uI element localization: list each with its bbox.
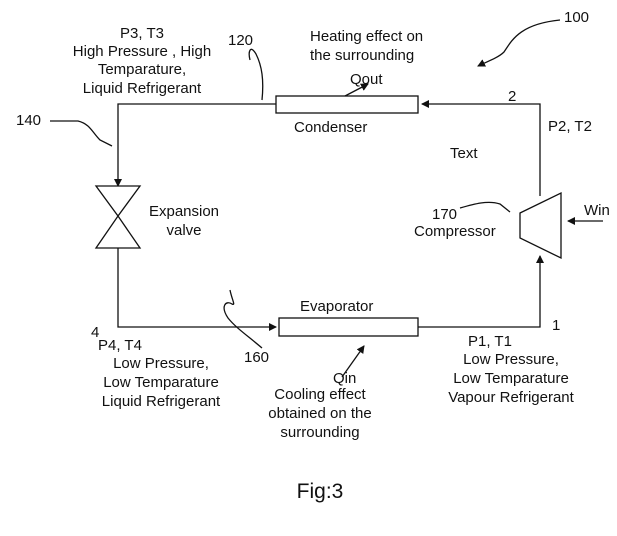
leader-160 xyxy=(224,290,262,348)
expansion-valve-line2: valve xyxy=(166,222,201,239)
leader-170 xyxy=(460,202,510,212)
state2-label: P2, T2 xyxy=(548,118,592,135)
qout-label: Qout xyxy=(350,71,383,88)
pipe-compressor-to-condenser xyxy=(422,104,540,196)
evaporator-box xyxy=(279,318,418,336)
leader-100 xyxy=(478,20,560,66)
state4-line3: Low Temparature xyxy=(103,374,219,391)
state1-line1: P1, T1 xyxy=(468,333,512,350)
condenser-label: Condenser xyxy=(294,119,367,136)
ref-170-label: 170 xyxy=(432,206,457,223)
win-label: Win xyxy=(584,202,610,219)
compressor-symbol xyxy=(520,193,561,258)
evaporator-label: Evaporator xyxy=(300,298,373,315)
condenser-box xyxy=(276,96,418,113)
state4-line4: Liquid Refrigerant xyxy=(102,393,221,410)
compressor-label: Compressor xyxy=(414,223,496,240)
qin-label: Qin xyxy=(333,370,356,387)
state3-line1: P3, T3 xyxy=(120,25,164,42)
point-2-label: 2 xyxy=(508,88,516,105)
state4-line2: Low Pressure, xyxy=(113,355,209,372)
expansion-valve-line1: Expansion xyxy=(149,203,219,220)
state3-line4: Liquid Refrigerant xyxy=(83,80,202,97)
heating-effect-line1: Heating effect on xyxy=(310,28,423,45)
state4-line1: P4, T4 xyxy=(98,337,142,354)
state1-line4: Vapour Refrigerant xyxy=(448,389,574,406)
pipe-condenser-to-expansion xyxy=(118,104,276,186)
ref-120-label: 120 xyxy=(228,32,253,49)
heating-effect-line2: the surrounding xyxy=(310,47,414,64)
leader-140 xyxy=(50,121,112,146)
ref-100-label: 100 xyxy=(564,9,589,26)
ref-160-label: 160 xyxy=(244,349,269,366)
cooling-effect-line3: surrounding xyxy=(280,424,359,441)
state1-line2: Low Pressure, xyxy=(463,351,559,368)
text-label: Text xyxy=(450,145,478,162)
cooling-effect-line2: obtained on the xyxy=(268,405,371,422)
ref-140-label: 140 xyxy=(16,112,41,129)
pipe-evaporator-to-compressor xyxy=(418,256,540,327)
state1-line3: Low Temparature xyxy=(453,370,569,387)
leader-120 xyxy=(249,49,263,100)
state3-line2: High Pressure , High xyxy=(73,43,211,60)
point-1-label: 1 xyxy=(552,317,560,334)
pipe-expansion-to-evaporator xyxy=(118,248,276,327)
cooling-effect-line1: Cooling effect xyxy=(274,386,366,403)
expansion-valve-symbol xyxy=(96,186,140,248)
state3-line3: Temparature, xyxy=(98,61,186,78)
figure-caption: Fig:3 xyxy=(297,480,344,503)
